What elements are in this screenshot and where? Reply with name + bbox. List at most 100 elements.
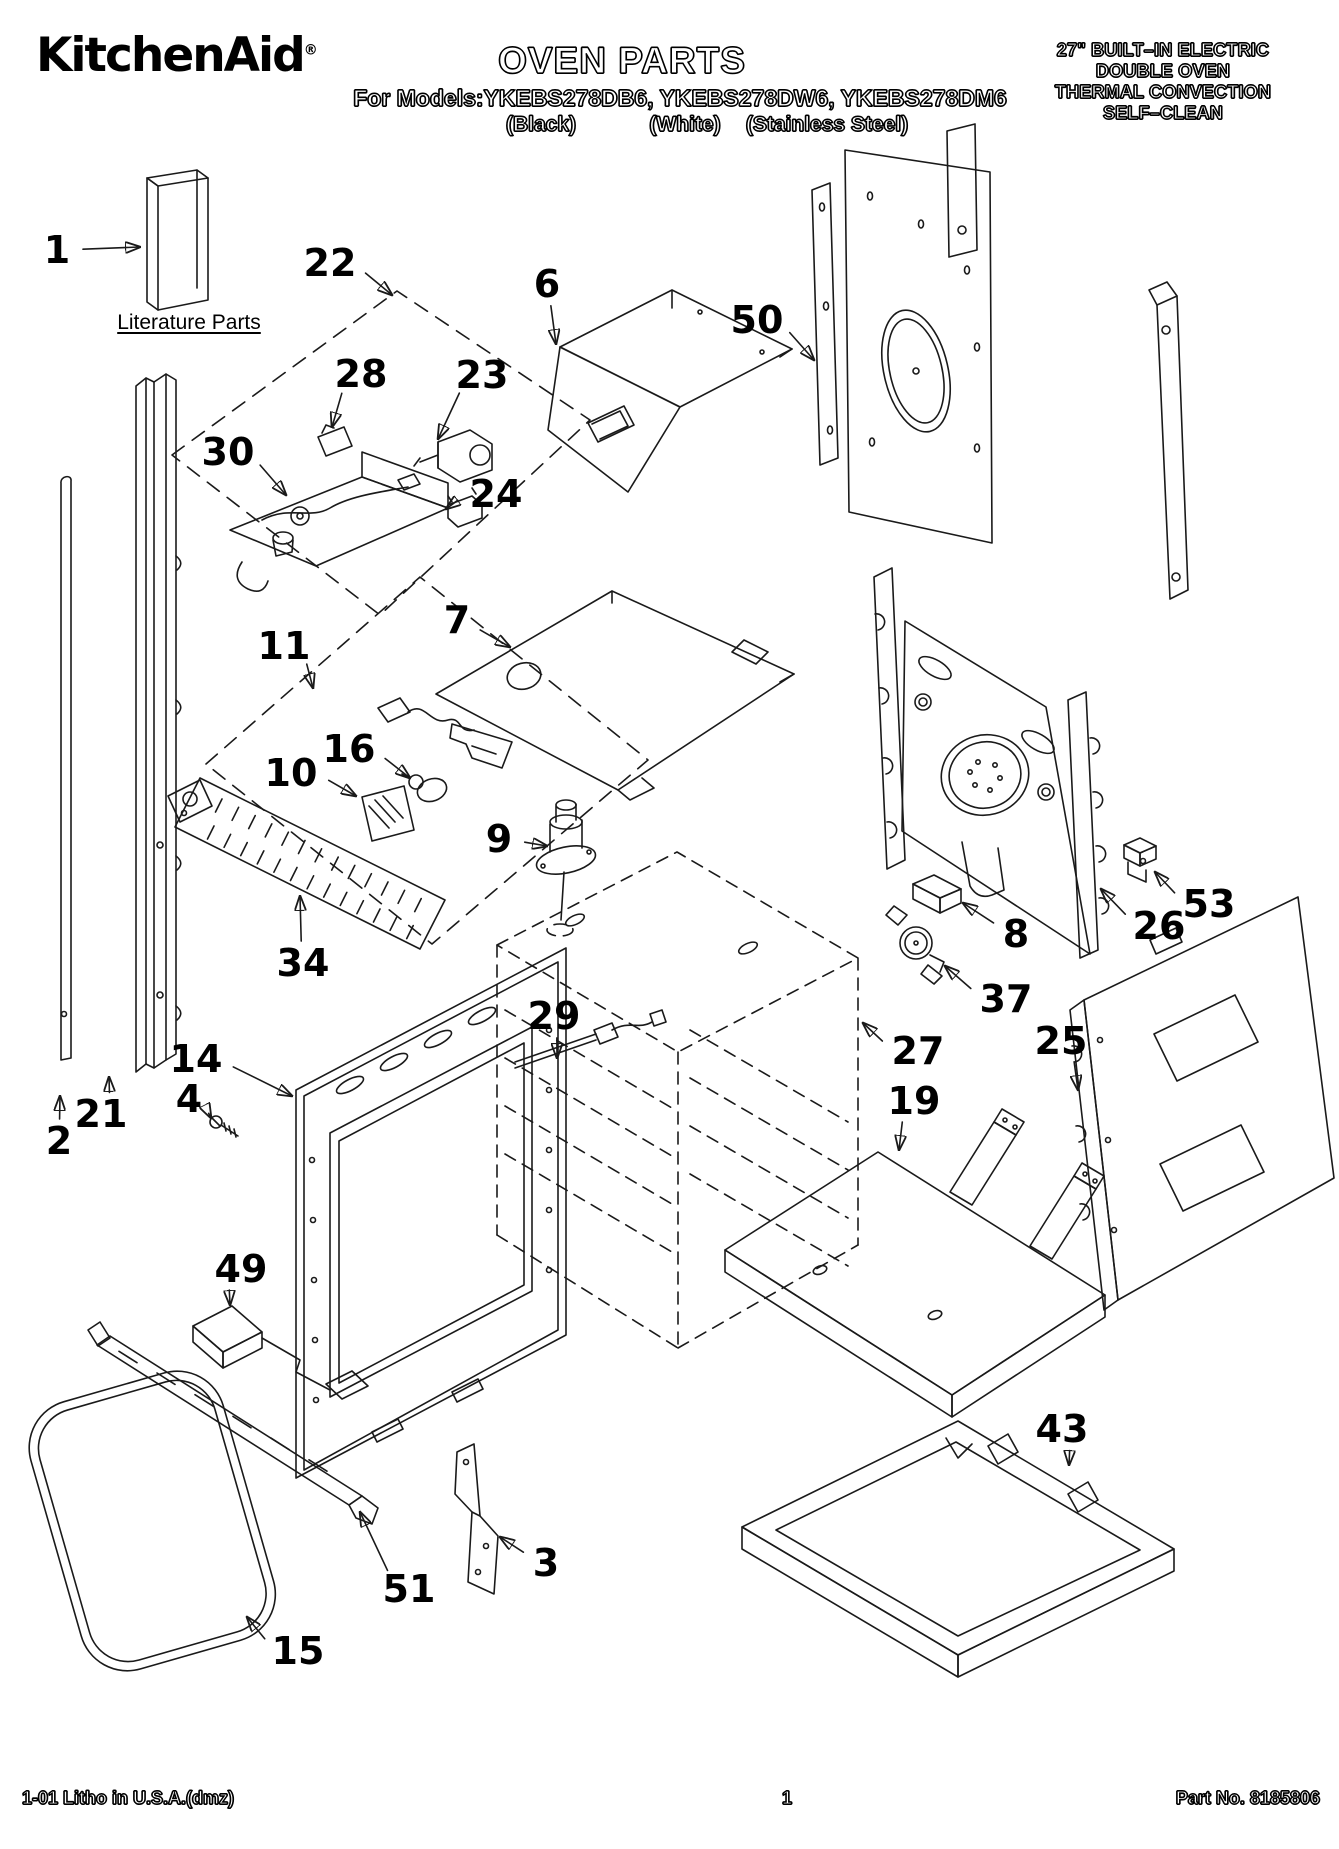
part-3-bracket [454, 1443, 499, 1595]
part-30-control-bracket [229, 451, 449, 592]
trim-slots [118, 1350, 328, 1472]
literature-parts-label: Literature Parts [117, 311, 261, 334]
part-50-side-flange-strip [1148, 281, 1189, 600]
brand-logo: KitchenAid® [36, 28, 318, 83]
svg-text:50: 50 [731, 298, 784, 342]
svg-text:19: 19 [888, 1079, 941, 1123]
part-43-bottom-pan [741, 1420, 1175, 1678]
callout-49: 49 [215, 1247, 268, 1305]
part-51-vent-trim [87, 1321, 379, 1525]
svg-text:1: 1 [44, 228, 70, 272]
callout-4: 4 [176, 1077, 211, 1121]
svg-text:51: 51 [383, 1567, 436, 1611]
callout-6: 6 [534, 262, 560, 344]
part-21-side-trim [135, 373, 182, 1073]
callout-15: 15 [247, 1617, 324, 1673]
svg-text:6: 6 [534, 262, 560, 306]
part-2-trim-rod [60, 475, 72, 1061]
finish-label-white: (White) [649, 112, 721, 136]
svg-text:24: 24 [470, 472, 523, 516]
callout-34: 34 [277, 896, 330, 985]
callout-8: 8 [963, 903, 1029, 956]
svg-text:8: 8 [1003, 912, 1029, 956]
part-37-thermostat [885, 905, 945, 985]
svg-text:29: 29 [528, 994, 581, 1038]
callout-19: 19 [888, 1079, 941, 1150]
svg-text:30: 30 [202, 430, 255, 474]
svg-text:22: 22 [304, 241, 357, 285]
svg-text:11: 11 [258, 624, 311, 668]
callout-24: 24 [446, 472, 522, 516]
svg-text:37: 37 [980, 977, 1033, 1021]
callout-7: 7 [444, 598, 510, 647]
part-8-spacer-block [912, 874, 962, 914]
spec-line: DOUBLE OVEN [1095, 60, 1231, 81]
part-26-rear-mid-panel [873, 567, 1110, 959]
callout-29: 29 [528, 994, 581, 1058]
callout-1: 1 [44, 228, 140, 272]
svg-text:25: 25 [1035, 1019, 1088, 1063]
callout-9: 9 [486, 817, 547, 861]
part-50-rear-panel [811, 123, 993, 544]
callout-21: 21 [75, 1077, 128, 1136]
callout-10: 10 [265, 751, 356, 796]
callout-16: 16 [323, 727, 410, 778]
callout-23: 23 [438, 353, 508, 439]
svg-text:16: 16 [323, 727, 376, 771]
svg-text:34: 34 [277, 941, 330, 985]
svg-text:4: 4 [176, 1077, 202, 1121]
models-line: For Models:YKEBS278DB6, YKEBS278DW6, YKE… [353, 84, 1008, 111]
callout-43: 43 [1036, 1407, 1089, 1465]
part-7-top-panel [435, 590, 795, 801]
part-15-door-gasket [28, 1370, 277, 1672]
svg-text:14: 14 [170, 1037, 223, 1081]
part-28-switch [317, 424, 353, 457]
svg-text:53: 53 [1183, 882, 1236, 926]
callout-53: 53 [1155, 872, 1235, 926]
control-region-22-outline [171, 290, 591, 616]
part-10-lens-glass [361, 785, 415, 842]
grille-slats [206, 798, 422, 940]
finish-label-stainless: (Stainless Steel) [745, 112, 909, 136]
registered-trademark-icon: ® [303, 42, 318, 59]
lamp-region-11-outline [205, 576, 649, 945]
part-6-vent-duct [547, 289, 793, 493]
footer-page-number: 1 [781, 1787, 793, 1808]
part-27-oven-cavity [496, 851, 859, 1349]
part-34-vent-grille [167, 777, 446, 950]
brand-logo-text: KitchenAid [36, 28, 306, 83]
part-16-lamp-assembly [377, 697, 513, 803]
callout-25: 25 [1035, 1019, 1088, 1090]
svg-text:2: 2 [46, 1119, 72, 1163]
part-1-literature-book [146, 169, 209, 311]
svg-text:49: 49 [215, 1247, 268, 1291]
callout-3: 3 [500, 1537, 559, 1585]
part-4-screw [209, 1115, 239, 1138]
svg-text:3: 3 [533, 1541, 559, 1585]
part-53-clip [1123, 837, 1157, 883]
callout-14: 14 [170, 1037, 292, 1096]
spec-block: 27" BUILT–IN ELECTRIC DOUBLE OVEN THERMA… [1023, 39, 1303, 124]
callout-22: 22 [304, 241, 392, 295]
spec-line: SELF–CLEAN [1102, 102, 1223, 123]
svg-text:27: 27 [892, 1029, 945, 1073]
page-title: OVEN PARTS [497, 39, 746, 81]
svg-text:43: 43 [1036, 1407, 1089, 1451]
callout-28: 28 [332, 352, 387, 427]
spec-line: 27" BUILT–IN ELECTRIC [1056, 39, 1270, 60]
svg-text:21: 21 [75, 1092, 128, 1136]
part-9-fan-motor [535, 799, 597, 937]
part-19-shelf [724, 1108, 1106, 1418]
callout-50: 50 [731, 298, 814, 360]
svg-text:28: 28 [335, 352, 388, 396]
svg-text:9: 9 [486, 817, 512, 861]
callout-30: 30 [202, 430, 286, 495]
part-14-door-panel [295, 947, 567, 1479]
callout-26: 26 [1101, 889, 1185, 948]
footer-litho: 1-01 Litho in U.S.A.(dmz) [21, 1787, 235, 1808]
part-25-side-panel [1069, 896, 1335, 1311]
part-49-support-bar [192, 1305, 369, 1400]
callout-51: 51 [360, 1512, 435, 1611]
